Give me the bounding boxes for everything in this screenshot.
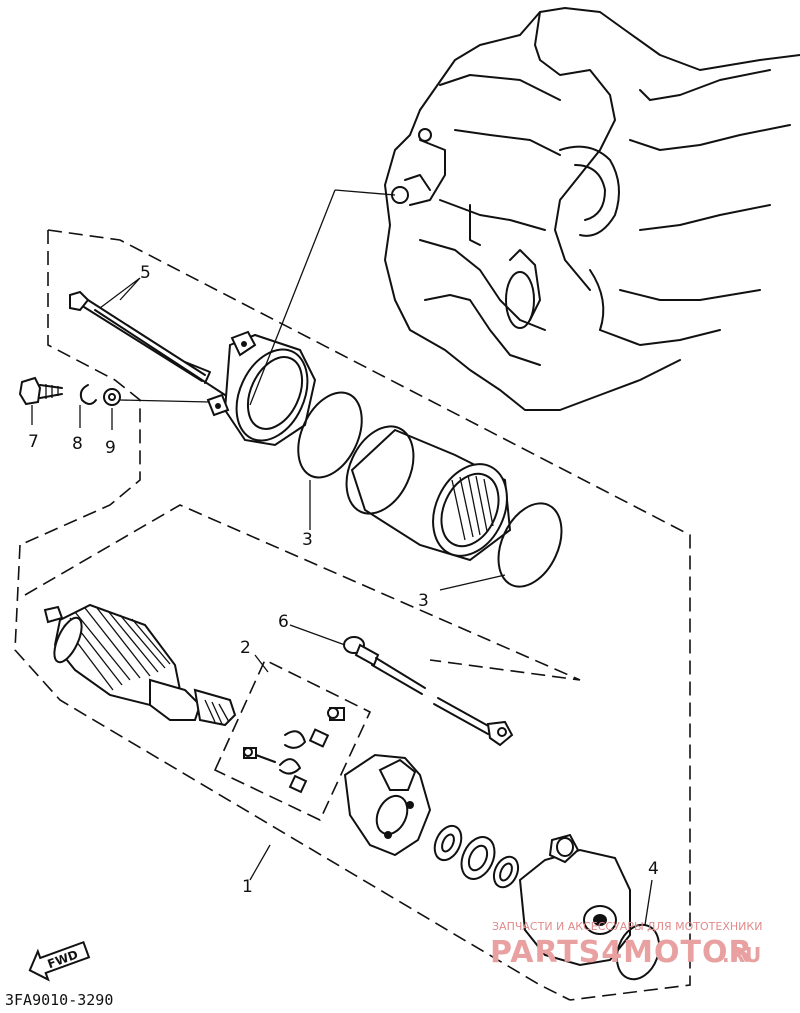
through-bolt-upper: [69, 290, 211, 384]
leader-lines: [31, 189, 653, 926]
brush-set: [213, 658, 372, 822]
washers-bearing: [433, 824, 520, 889]
o-ring-upper: [297, 391, 363, 479]
terminal-bolt: [343, 636, 514, 747]
o-ring-lower: [497, 502, 563, 588]
armature: [43, 603, 237, 727]
through-bolt-lower: [94, 309, 226, 396]
rear-cover: [518, 833, 631, 967]
watermark-logo: PARTS4MOTOR: [490, 935, 753, 970]
callout-4: 4: [648, 859, 659, 879]
callout-3-lower: 3: [418, 591, 429, 611]
yoke-housing: [345, 425, 512, 562]
callout-1: 1: [242, 877, 253, 897]
watermark-tagline: ЗАПЧАСТИ И АКСЕССУАРЫ ДЛЯ МОТОТЕХНИКИ: [492, 920, 762, 933]
watermark: ЗАПЧАСТИ И АКСЕССУАРЫ ДЛЯ МОТОТЕХНИКИ PA…: [490, 920, 762, 970]
callout-2: 2: [240, 638, 251, 658]
front-cover: [206, 330, 317, 447]
crankcase: [384, 7, 800, 411]
callout-6: 6: [278, 612, 289, 632]
callout-9: 9: [105, 438, 116, 458]
screw-washers: [18, 376, 121, 406]
assembly-outline-bottom: [14, 504, 581, 1001]
callout-8: 8: [72, 434, 83, 454]
callout-7: 7: [28, 432, 39, 452]
o-ring-rear: [615, 923, 661, 981]
diagram-code: 3FA9010-3290: [5, 991, 113, 1009]
callout-5: 5: [140, 263, 151, 283]
brush-holder: [343, 753, 432, 857]
fwd-arrow: FWD: [28, 940, 91, 982]
callout-3-upper: 3: [302, 530, 313, 550]
watermark-domain: .RU: [722, 943, 761, 967]
